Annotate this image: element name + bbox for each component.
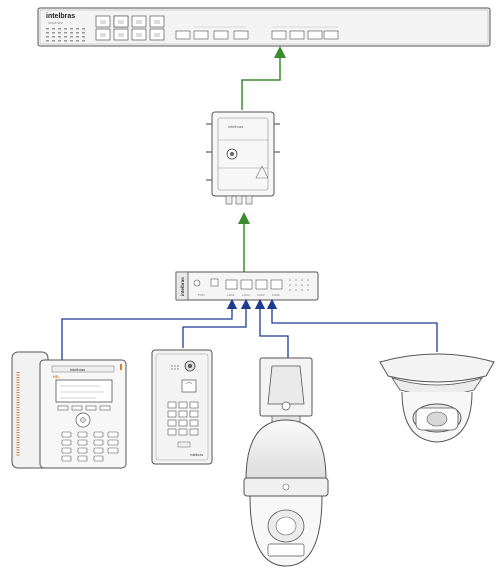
fiber-termination-box: intelbras [206, 111, 280, 205]
fiber-link-upper [241, 46, 286, 110]
ethernet-link-dome-camera [266, 298, 438, 352]
phone-logo: intelbras [70, 367, 85, 372]
intercom-logo: intelbras [190, 453, 203, 457]
ip-phone: intelbras HD [11, 351, 127, 469]
onu-port-label-lan1: LAN1 [227, 293, 235, 297]
onu-port-label-pon: PON [198, 293, 205, 297]
onu-port-label-lan3: LAN3 [257, 293, 265, 297]
ethernet-link-ptz-camera [254, 298, 289, 358]
switch-sfp-ports [175, 30, 339, 40]
onu-logo: intelbras [180, 277, 185, 296]
ptz-camera [243, 357, 329, 567]
switch-led-matrix [46, 28, 85, 42]
video-intercom: intelbras [151, 349, 213, 465]
network-switch: intelbras S3118 SFP [37, 7, 491, 47]
ethernet-links [61, 298, 438, 360]
onu-device: intelbras PON LAN1 LAN2 LAN3 LAN4 [175, 271, 319, 301]
switch-brand: intelbras [46, 13, 75, 20]
ethernet-link-intercom [182, 298, 252, 348]
dome-camera [379, 353, 495, 443]
onu-port-label-lan2: LAN2 [242, 293, 250, 297]
onu-port-label-lan4: LAN4 [272, 293, 280, 297]
switch-model: S3118 SFP [48, 21, 63, 25]
phone-hd-badge: HD [53, 374, 59, 379]
box-logo: intelbras [228, 124, 243, 129]
ethernet-link-phone [61, 298, 238, 360]
